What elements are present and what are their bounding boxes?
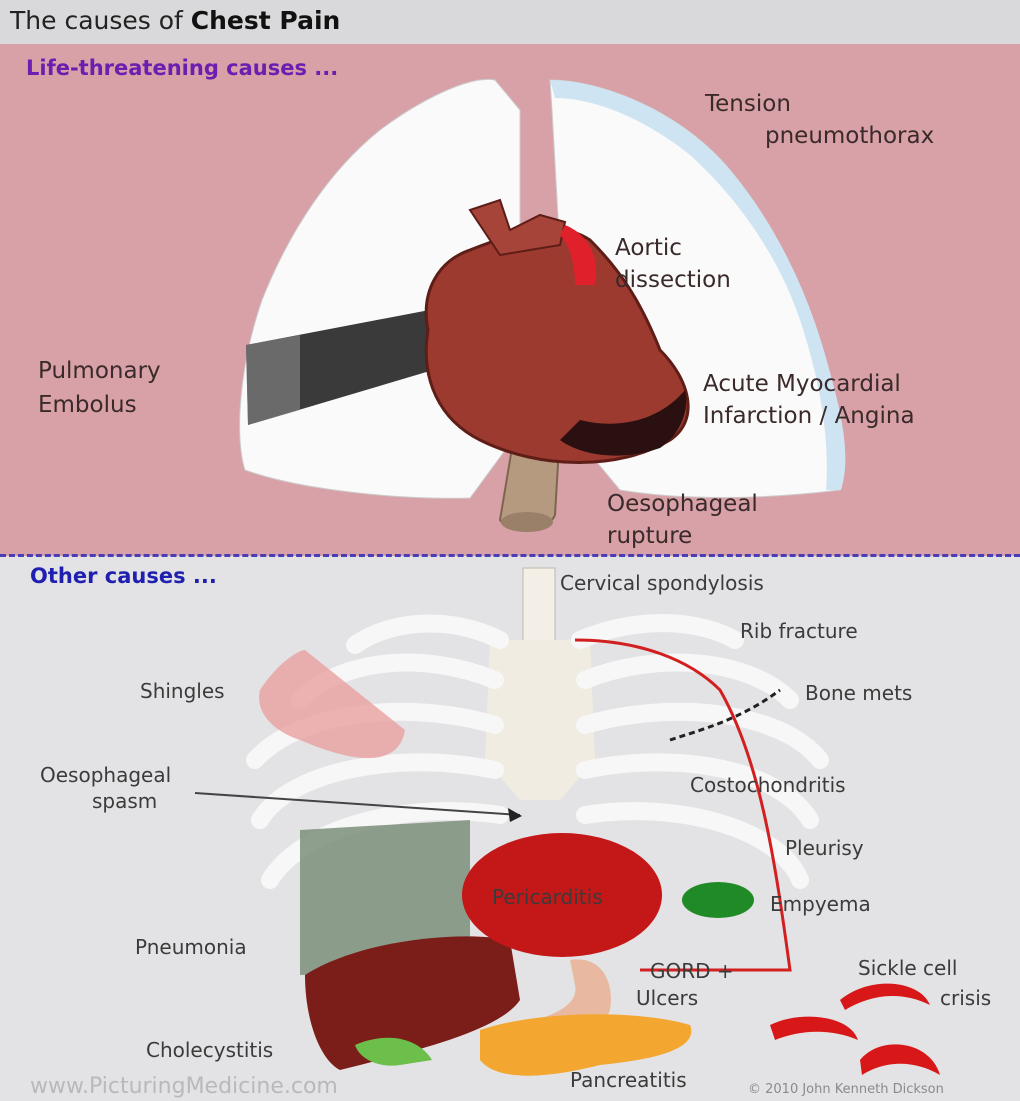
label-gord-2: Ulcers — [636, 985, 698, 1011]
label-pancreatitis: Pancreatitis — [570, 1067, 687, 1093]
label-empyema: Empyema — [770, 891, 871, 917]
label-cholecystitis: Cholecystitis — [146, 1037, 273, 1063]
sickle-cell-2 — [770, 1017, 858, 1040]
label-sickle-2: crisis — [940, 985, 991, 1011]
label-oes-1: Oesophageal — [607, 488, 758, 520]
label-ami-1: Acute Myocardial — [703, 368, 901, 400]
copyright: © 2010 John Kenneth Dickson — [748, 1082, 944, 1097]
label-pneumonia: Pneumonia — [135, 934, 247, 960]
label-pleurisy: Pleurisy — [785, 835, 864, 861]
other-causes-header: Other causes ... — [30, 564, 217, 588]
label-ami-2: Infarction / Angina — [703, 400, 915, 432]
label-oes-2: rupture — [607, 520, 692, 552]
label-bone: Bone mets — [805, 680, 912, 706]
label-cervical: Cervical spondylosis — [560, 570, 764, 596]
website-watermark: www.PicturingMedicine.com — [30, 1074, 338, 1099]
label-tension-2: pneumothorax — [765, 120, 934, 152]
label-pe-2: Embolus — [38, 389, 137, 421]
label-gord-1: GORD + — [650, 958, 734, 984]
label-pericarditis: Pericarditis — [492, 884, 603, 910]
spine — [523, 568, 555, 648]
right-ribs — [580, 623, 820, 880]
label-aortic-1: Aortic — [615, 232, 682, 264]
label-costo: Costochondritis — [690, 772, 846, 798]
empyema-pocket — [682, 882, 754, 918]
label-sickle-1: Sickle cell — [858, 955, 957, 981]
label-shingles: Shingles — [140, 678, 225, 704]
label-pe-1: Pulmonary — [38, 355, 161, 387]
label-aortic-2: dissection — [615, 264, 731, 296]
label-tension-1: Tension — [705, 88, 791, 120]
label-spasm-1: Oesophageal — [40, 762, 171, 788]
life-threatening-header: Life-threatening causes ... — [26, 56, 338, 80]
label-spasm-2: spasm — [92, 788, 157, 814]
sickle-cell-3 — [860, 1044, 940, 1075]
label-rib: Rib fracture — [740, 618, 858, 644]
sickle-cell-1 — [840, 984, 930, 1010]
